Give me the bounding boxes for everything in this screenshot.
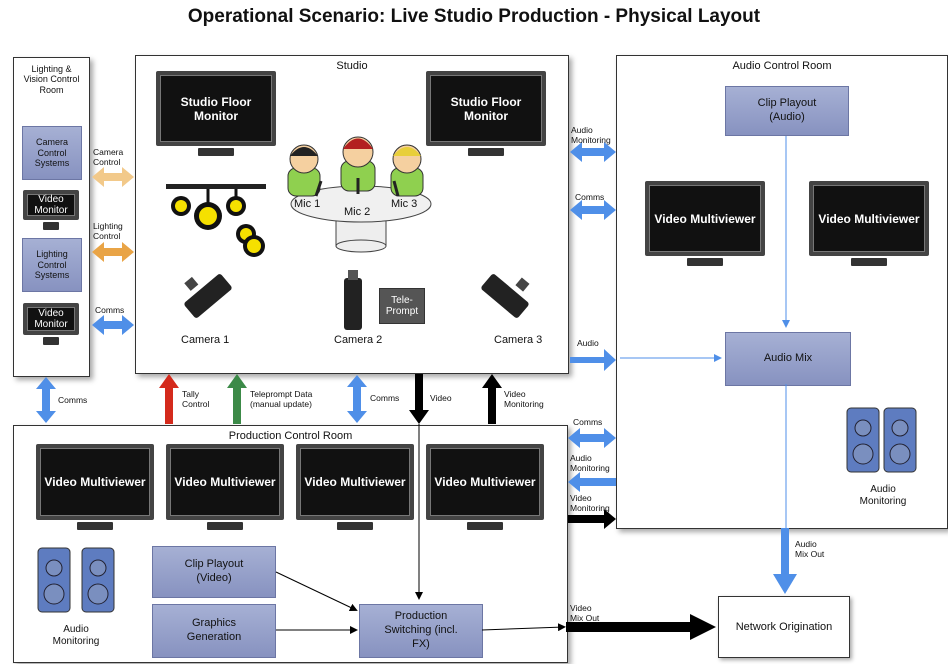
lighting-control-label: Lighting Control: [93, 221, 123, 241]
comms-lighting-studio-label: Comms: [95, 305, 125, 315]
studio-floor-monitor-left: Studio Floor Monitor: [156, 71, 276, 156]
presenter-1-icon: [287, 144, 321, 197]
switching-to-out-line: [481, 623, 566, 632]
lighting-video-monitor-1-label: Video Monitor: [23, 190, 79, 220]
lighting-video-monitor-2: Video Monitor: [23, 303, 79, 345]
comms-lighting-production-label: Comms: [58, 395, 88, 405]
production-multiviewer-2-label: Video Multiviewer: [166, 444, 284, 520]
studio-floor-monitor-right-label: Studio Floor Monitor: [426, 71, 546, 146]
audio-mix-out-label: Audio Mix Out: [795, 539, 825, 559]
audio-mix-box: Audio Mix: [725, 332, 851, 386]
audio-monitoring-studio-label: Audio Monitoring: [571, 125, 611, 145]
teleprompt-data-arrow: [227, 374, 247, 424]
video-mix-out-arrow: [566, 614, 716, 640]
lighting-room-title: Lighting & Vision Control Room: [23, 64, 80, 95]
audio-room-multiviewer-left: Video Multiviewer: [645, 181, 765, 266]
presenter-2-icon: [340, 136, 376, 192]
production-speaker-icon: [37, 547, 115, 613]
tally-control-label: Tally Control: [182, 389, 210, 409]
audio-control-room: Audio Control Room Clip Playout (Audio) …: [616, 55, 948, 529]
comms-studio-production-label: Comms: [370, 393, 400, 403]
studio-artwork: [166, 136, 530, 330]
comms-studio-audio-label: Comms: [575, 192, 605, 202]
audio-room-title: Audio Control Room: [732, 60, 832, 72]
camera-3-label: Camera 3: [494, 334, 543, 346]
audio-monitoring-production-label: Audio Monitoring: [570, 453, 610, 473]
video-monitoring-production-arrow: [568, 509, 616, 529]
studio-title: Studio: [336, 60, 368, 72]
teleprompt-data-label: Teleprompt Data (manual update): [250, 389, 313, 409]
lighting-video-monitor-2-label: Video Monitor: [23, 303, 79, 335]
studio-lights-icon: [166, 184, 266, 257]
production-multiviewer-1-label: Video Multiviewer: [36, 444, 154, 520]
audio-room-multiviewer-left-label: Video Multiviewer: [645, 181, 765, 256]
presenter-3-icon: [390, 144, 424, 197]
comms-studio-audio-arrow: [570, 200, 616, 220]
video-mix-out-label: Video Mix Out: [570, 603, 600, 623]
production-monitoring-label: Audio Monitoring: [52, 624, 100, 647]
lighting-vision-control-room: Lighting & Vision Control Room Camera Co…: [13, 57, 90, 377]
production-multiviewer-3-label: Video Multiviewer: [296, 444, 414, 520]
camera-2-icon: [344, 270, 362, 330]
video-monitoring-production-label: Video Monitoring: [570, 493, 610, 513]
audio-room-speakers: [846, 407, 917, 473]
graphics-generation-box: Graphics Generation: [152, 604, 276, 658]
diagram-title: Operational Scenario: Live Studio Produc…: [187, 6, 761, 27]
audio-label: Audio: [577, 338, 599, 348]
audio-room-speaker-icon: [846, 407, 917, 473]
audio-monitoring-production-arrow: [568, 472, 616, 492]
audio-room-monitoring-label: Audio Monitoring: [859, 484, 907, 507]
production-multiviewer-2: Video Multiviewer: [166, 444, 284, 530]
network-origination-box: Network Origination: [718, 596, 850, 658]
video-monitoring-label: Video Monitoring: [504, 389, 544, 409]
clip-to-switching-line: [275, 571, 358, 612]
lighting-control-arrow: [92, 242, 134, 262]
production-multiviewer-3: Video Multiviewer: [296, 444, 414, 530]
studio-floor-monitor-right: Studio Floor Monitor: [426, 71, 546, 156]
camera-3-icon: [481, 274, 530, 318]
production-control-room: Production Control Room Video Multiviewe…: [13, 425, 568, 663]
comms-studio-production-arrow: [347, 375, 367, 423]
production-multiviewer-4: Video Multiviewer: [426, 444, 544, 530]
comms-production-audio-label: Comms: [573, 417, 603, 427]
video-down-arrow: [409, 374, 429, 424]
camera-2-label: Camera 2: [334, 334, 383, 346]
microphone-icons: [314, 178, 400, 197]
studio-floor-monitor-left-label: Studio Floor Monitor: [156, 71, 276, 146]
video-monitoring-up-arrow: [482, 374, 502, 424]
lighting-video-monitor-1: Video Monitor: [23, 190, 79, 230]
audio-mix-out-arrow: [773, 528, 797, 594]
teleprompter-box: Tele-Prompt: [379, 288, 425, 324]
camera-control-systems-box: Camera Control Systems: [22, 126, 82, 180]
comms-lighting-production-arrow: [36, 377, 56, 423]
production-multiviewer-1: Video Multiviewer: [36, 444, 154, 530]
production-switching-box: Production Switching (incl. FX): [359, 604, 483, 658]
camera-1-label: Camera 1: [181, 334, 230, 346]
camera-1-icon: [184, 274, 232, 318]
mic-3-label: Mic 3: [391, 198, 418, 210]
production-room-speakers: [37, 547, 115, 613]
video-clip-playout-box: Clip Playout (Video): [152, 546, 276, 598]
video-label: Video: [430, 393, 452, 403]
tally-control-arrow: [159, 374, 179, 424]
studio-room: Studio Studio Floor Monitor Studio Floor…: [135, 55, 569, 374]
audio-room-multiviewer-right: Video Multiviewer: [809, 181, 929, 266]
audio-room-multiviewer-right-label: Video Multiviewer: [809, 181, 929, 256]
audio-monitoring-studio-arrow: [570, 142, 616, 162]
camera-control-label: Camera Control: [93, 147, 124, 167]
production-room-title: Production Control Room: [228, 430, 353, 442]
comms-production-audio-arrow: [568, 428, 616, 448]
lighting-control-systems-box: Lighting Control Systems: [22, 238, 82, 292]
mic-1-label: Mic 1: [294, 198, 321, 210]
camera-control-arrow: [92, 167, 134, 187]
production-multiviewer-4-label: Video Multiviewer: [426, 444, 544, 520]
comms-lighting-studio-arrow: [92, 315, 134, 335]
audio-arrow: [570, 349, 616, 371]
mic-2-label: Mic 2: [344, 206, 371, 218]
audio-clip-playout-box: Clip Playout (Audio): [725, 86, 849, 136]
